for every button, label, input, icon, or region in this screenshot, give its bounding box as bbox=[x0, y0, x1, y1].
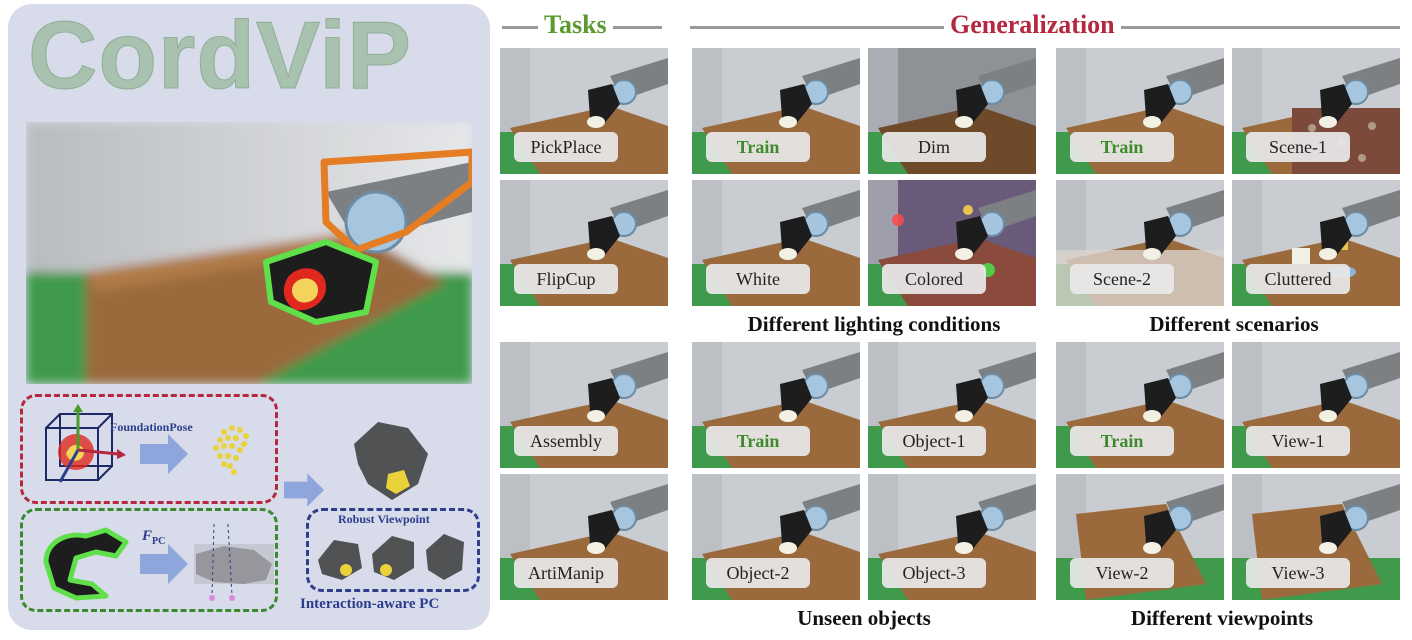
caption-viewpoints: Different viewpoints bbox=[1130, 606, 1314, 630]
thumbnail-label: View-2 bbox=[1070, 558, 1174, 588]
thumbnail-viewpoints-3: View-2 bbox=[1056, 474, 1224, 600]
fpc-label: FPC bbox=[142, 528, 165, 547]
fpc-box bbox=[20, 508, 278, 612]
thumbnail-scenarios-2: Scene-1 bbox=[1232, 48, 1400, 174]
brand-title: CordViP bbox=[28, 4, 412, 109]
thumbnail-label: Train bbox=[706, 426, 810, 456]
arrow-right-icon bbox=[284, 473, 324, 507]
thumbnail-label: Assembly bbox=[514, 426, 618, 456]
thumbnail-tasks-2: FlipCup bbox=[500, 180, 668, 306]
thumbnail-viewpoints-2: View-1 bbox=[1232, 342, 1400, 468]
foundation-pose-box bbox=[20, 394, 278, 504]
thumbnail-label: Scene-1 bbox=[1246, 132, 1350, 162]
fpc-symbol: F bbox=[142, 528, 153, 544]
thumbnail-scenarios-4: Cluttered bbox=[1232, 180, 1400, 306]
thumbnail-label: Colored bbox=[882, 264, 986, 294]
thumbnail-objects-4: Object-3 bbox=[868, 474, 1036, 600]
thumbnail-label: FlipCup bbox=[514, 264, 618, 294]
caption-objects: Unseen objects bbox=[797, 606, 931, 630]
thumbnail-label: Object-3 bbox=[882, 558, 986, 588]
thumbnail-tasks-1: PickPlace bbox=[500, 48, 668, 174]
caption-lighting: Different lighting conditions bbox=[747, 312, 1001, 336]
point-cloud-icon bbox=[354, 422, 428, 500]
thumbnail-tasks-3: Assembly bbox=[500, 342, 668, 468]
point-cloud-icon bbox=[318, 534, 464, 580]
thumbnail-label: View-3 bbox=[1246, 558, 1350, 588]
thumbnail-label: Object-1 bbox=[882, 426, 986, 456]
thumbnail-objects-2: Object-1 bbox=[868, 342, 1036, 468]
gripper-icon bbox=[43, 527, 129, 601]
thumbnail-label: Train bbox=[706, 132, 810, 162]
thumbnail-label: Dim bbox=[882, 132, 986, 162]
thumbnail-label: Train bbox=[1070, 426, 1174, 456]
generalization-header-text: Generalization bbox=[944, 12, 1121, 38]
thumbnail-viewpoints-4: View-3 bbox=[1232, 474, 1400, 600]
thumbnail-label: PickPlace bbox=[514, 132, 618, 162]
hero-image bbox=[26, 122, 472, 384]
thumbnail-lighting-3: White bbox=[692, 180, 860, 306]
thumbnail-label: ArtiManip bbox=[514, 558, 618, 588]
fpc-subscript: PC bbox=[152, 536, 166, 547]
thumbnail-tasks-4: ArtiManip bbox=[500, 474, 668, 600]
point-cloud-icon bbox=[194, 524, 274, 601]
point-cloud-icon bbox=[213, 425, 249, 475]
thumbnail-label: View-1 bbox=[1246, 426, 1350, 456]
robot-arm-icon bbox=[26, 122, 472, 384]
robust-viewpoint-label: Robust Viewpoint bbox=[338, 512, 430, 526]
arrow-right-icon bbox=[140, 434, 188, 474]
coordinate-axes-icon bbox=[45, 404, 126, 483]
arrow-right-icon bbox=[140, 544, 188, 584]
foundation-pose-label: FoundationPose bbox=[110, 420, 193, 434]
thumbnail-lighting-1: Train bbox=[692, 48, 860, 174]
thumbnail-objects-1: Train bbox=[692, 342, 860, 468]
thumbnail-label: Cluttered bbox=[1246, 264, 1350, 294]
thumbnail-lighting-4: Colored bbox=[868, 180, 1036, 306]
thumbnail-scenarios-1: Train bbox=[1056, 48, 1224, 174]
thumbnail-viewpoints-1: Train bbox=[1056, 342, 1224, 468]
robust-viewpoint-box bbox=[306, 508, 480, 592]
thumbnail-scenarios-3: Scene-2 bbox=[1056, 180, 1224, 306]
tasks-header-text: Tasks bbox=[538, 12, 613, 38]
thumbnail-label: Train bbox=[1070, 132, 1174, 162]
thumbnail-label: Object-2 bbox=[706, 558, 810, 588]
thumbnail-label: Scene-2 bbox=[1070, 264, 1174, 294]
caption-scenarios: Different scenarios bbox=[1149, 312, 1319, 336]
thumbnail-objects-3: Object-2 bbox=[692, 474, 860, 600]
interaction-aware-label: Interaction-aware PC bbox=[300, 596, 440, 612]
method-panel: CordViP bbox=[8, 4, 490, 630]
thumbnail-lighting-2: Dim bbox=[868, 48, 1036, 174]
thumbnail-label: White bbox=[706, 264, 810, 294]
